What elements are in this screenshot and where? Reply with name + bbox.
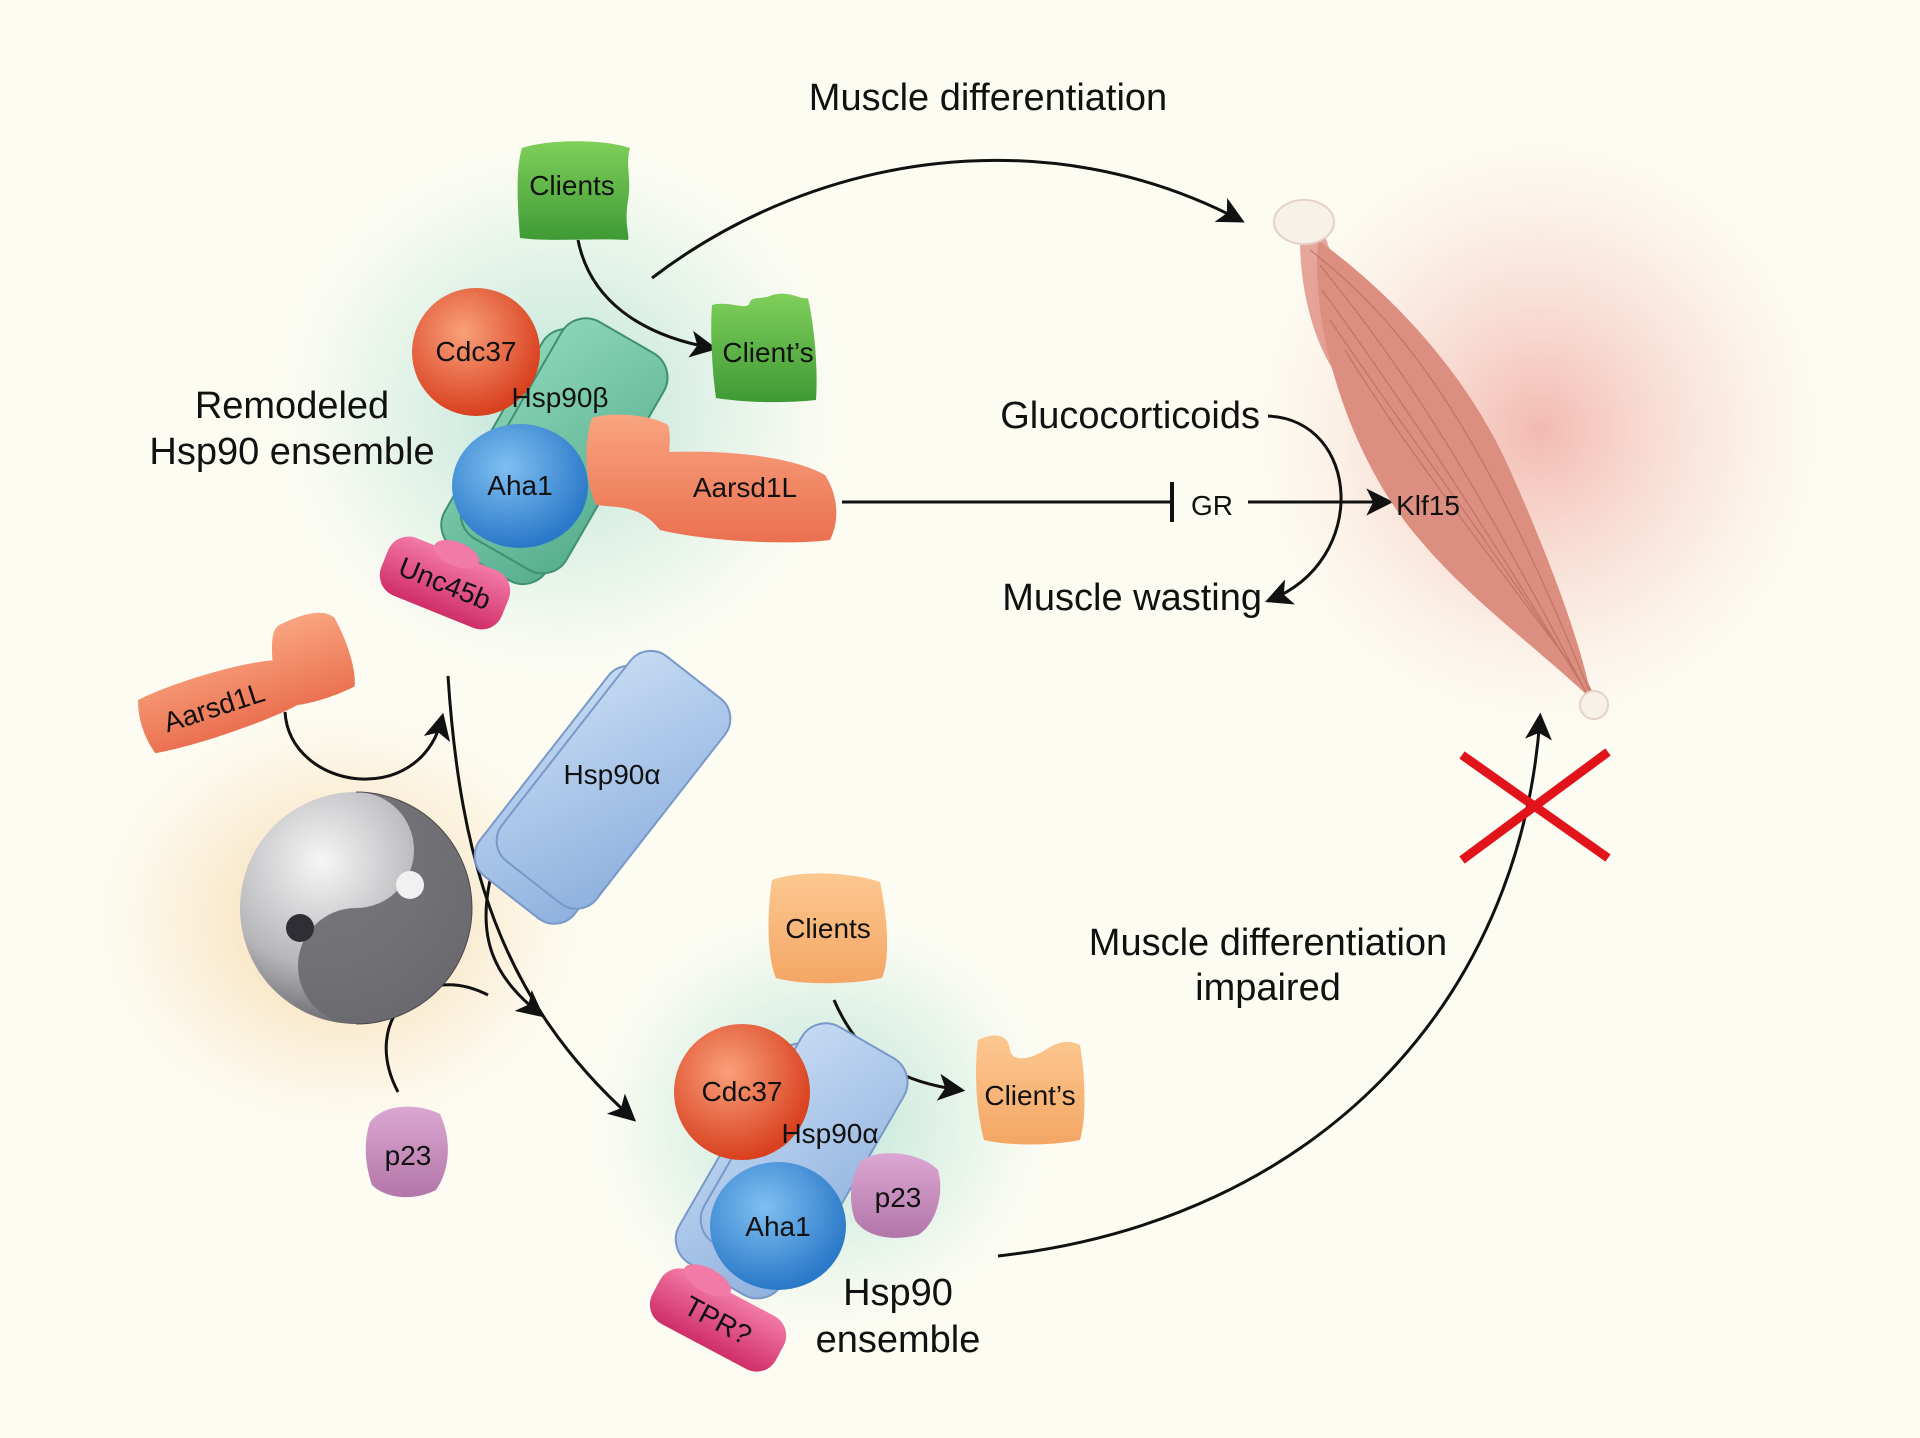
- cdc37-label-top: Cdc37: [436, 336, 517, 367]
- glucocorticoids-label: Glucocorticoids: [1000, 395, 1260, 437]
- clients-bound-green: Client’s: [711, 293, 817, 403]
- hsp90a-label-ensemble: Hsp90α: [781, 1118, 878, 1149]
- cross-mark-icon: [1459, 748, 1611, 864]
- hsp90a-free: Hsp90α: [473, 649, 732, 925]
- muscle-differentiation-label: Muscle differentiation: [809, 77, 1167, 119]
- clients-bound-orange: Client’s: [976, 1035, 1085, 1145]
- clients-label-bottom: Clients: [785, 913, 871, 944]
- p23-free: p23: [365, 1106, 448, 1198]
- hsp90a-label-free: Hsp90α: [563, 759, 660, 790]
- arrow-to-muscle-differentiation: [651, 158, 1245, 280]
- unc45b: Unc45b: [379, 536, 511, 630]
- cdc37-label-bottom: Cdc37: [702, 1076, 783, 1107]
- arrow-client-binding-top: [576, 239, 718, 358]
- p23-label-free: p23: [385, 1140, 432, 1171]
- aarsd1l-label-bound: Aarsd1L: [693, 472, 797, 503]
- arrow-hsp90a-joining: [484, 857, 545, 1018]
- cdc37-bottom: [674, 1024, 810, 1160]
- aha1-top: [452, 424, 588, 548]
- aarsd1l-bound: Aarsd1L: [586, 414, 837, 543]
- arrow-aarsd1l-binding: [283, 711, 451, 781]
- impaired-label-line1: Muscle differentiation: [1089, 922, 1447, 964]
- remodeled-hsp90-complex: Cdc37 Hsp90β Aha1 Unc45b: [379, 288, 669, 630]
- arrow-impaired-differentiation: [997, 712, 1552, 1258]
- remodeled-label-line2: Hsp90 ensemble: [149, 431, 434, 473]
- hsp90b-label: Hsp90β: [511, 382, 608, 413]
- muscle-icon: [1273, 199, 1609, 720]
- clients-bound-label-top: Client’s: [722, 337, 813, 368]
- muscle-glow: [1210, 90, 1870, 770]
- ensemble-label-line2: ensemble: [816, 1319, 981, 1361]
- yin-yang-icon: [240, 791, 473, 1025]
- impaired-label-line2: impaired: [1195, 967, 1341, 1009]
- p23-label-bound: p23: [875, 1182, 922, 1213]
- klf15-label: Klf15: [1396, 490, 1460, 521]
- hsp90-ensemble-complex: Cdc37 Hsp90α p23 Aha1 TPR?: [649, 1022, 941, 1372]
- remodeled-label-line1: Remodeled: [195, 385, 389, 427]
- clients-orange: Clients: [768, 873, 888, 984]
- aha1-label-bottom: Aha1: [745, 1211, 810, 1242]
- muscle-wasting-label: Muscle wasting: [1002, 577, 1262, 619]
- aha1-bottom: [710, 1162, 846, 1290]
- arrow-remodeled-to-ensemble: [446, 675, 637, 1122]
- aha1-label-top: Aha1: [487, 470, 552, 501]
- arrow-glucocorticoids-to-wasting: [1264, 414, 1343, 605]
- ensemble-label-line1: Hsp90: [843, 1272, 953, 1314]
- gr-label: GR: [1191, 490, 1233, 521]
- clients-bound-label-bottom: Client’s: [984, 1080, 1075, 1111]
- cdc37-top: [412, 288, 540, 416]
- p23-bound: p23: [850, 1153, 941, 1238]
- clients-green: Clients: [517, 141, 630, 240]
- clients-label-top: Clients: [529, 170, 615, 201]
